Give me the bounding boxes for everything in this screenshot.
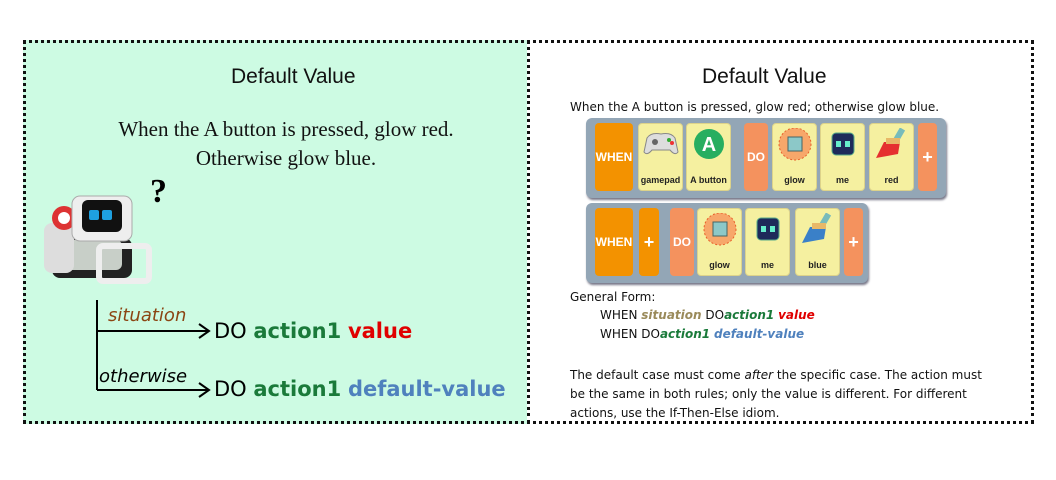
note-emphasis: after <box>744 368 774 382</box>
right-description: When the A button is pressed, glow red; … <box>570 100 940 114</box>
glow-icon <box>703 213 737 246</box>
card-a-button[interactable]: A A button <box>686 123 731 191</box>
add-action-button[interactable]: + <box>844 208 863 276</box>
card-label: glow <box>784 175 805 185</box>
left-description: When the A button is pressed, glow red. … <box>96 115 476 173</box>
card-me[interactable]: me <box>745 208 790 276</box>
card-me[interactable]: me <box>820 123 865 191</box>
add-condition-button[interactable]: + <box>639 208 659 276</box>
branch1-rule: DO action1 value <box>214 319 412 343</box>
description-line2: Otherwise glow blue. <box>195 146 377 170</box>
add-action-button[interactable]: + <box>918 123 937 191</box>
value-text: value <box>778 308 815 322</box>
action-text: action1 <box>659 327 711 341</box>
when-keyword: WHEN <box>600 308 638 322</box>
card-label: A button <box>690 175 727 185</box>
card-label: blue <box>808 260 827 270</box>
glow-icon <box>778 128 812 161</box>
a-glyph: A <box>702 134 716 156</box>
cozmo-face-icon <box>756 217 780 241</box>
card-label: me <box>760 260 774 270</box>
cozmo-robot-icon <box>44 195 152 284</box>
action-text: action1 <box>253 377 342 401</box>
a-button-icon: A <box>694 129 724 159</box>
card-glow[interactable]: glow <box>772 123 817 191</box>
right-title: Default Value <box>702 65 827 88</box>
default-value-text: default-value <box>347 377 506 401</box>
action-text: action1 <box>724 308 775 322</box>
left-title: Default Value <box>231 65 356 88</box>
card-red[interactable]: red <box>869 123 914 191</box>
value-text: value <box>347 319 413 343</box>
right-panel: Default Value When the A button is press… <box>527 40 1034 424</box>
card-label: me <box>835 175 849 185</box>
card-gamepad[interactable]: gamepad <box>638 123 683 191</box>
card-label: glow <box>709 260 730 270</box>
do-keyword: DO <box>214 319 247 343</box>
branch-arrows <box>96 300 211 398</box>
situation-text: situation <box>641 308 702 322</box>
cozmo-face-icon <box>831 132 855 156</box>
card-blue[interactable]: blue <box>795 208 840 276</box>
rule2-block[interactable]: WHEN + DO glow me blue + <box>586 203 868 283</box>
otherwise-label: otherwise <box>99 366 188 387</box>
explanation-note: The default case must come after the spe… <box>570 366 990 423</box>
note-part1: The default case must come <box>570 368 745 382</box>
when-do-keyword: WHEN DO <box>600 327 660 341</box>
when-tile[interactable]: WHEN <box>595 123 633 191</box>
situation-label: situation <box>108 305 187 326</box>
gamepad-icon <box>643 133 679 155</box>
paintbrush-red-icon <box>876 128 906 158</box>
card-label: red <box>884 175 899 185</box>
do-keyword: DO <box>214 377 247 401</box>
card-label: gamepad <box>640 175 681 185</box>
do-keyword: DO <box>705 308 725 322</box>
question-mark: ? <box>150 173 167 210</box>
card-glow[interactable]: glow <box>697 208 742 276</box>
do-tile[interactable]: DO <box>670 208 694 276</box>
when-tile[interactable]: WHEN <box>595 208 633 276</box>
paintbrush-blue-icon <box>802 213 832 243</box>
general-form-line2: WHEN DOaction1 default-value <box>600 327 804 341</box>
default-value-text: default-value <box>713 327 805 341</box>
rule1-block[interactable]: WHEN gamepad A A button DO glow me red <box>586 118 946 198</box>
note-part2: the specific case. The action must be th… <box>570 368 982 420</box>
general-form-heading: General Form: <box>570 290 656 304</box>
do-tile[interactable]: DO <box>744 123 768 191</box>
general-form-line1: WHEN situation DOaction1 value <box>600 308 815 322</box>
description-line1: When the A button is pressed, glow red. <box>118 117 454 141</box>
left-panel: Default Value When the A button is press… <box>23 40 530 424</box>
branch2-rule: DO action1 default-value <box>214 377 506 401</box>
action-text: action1 <box>253 319 342 343</box>
